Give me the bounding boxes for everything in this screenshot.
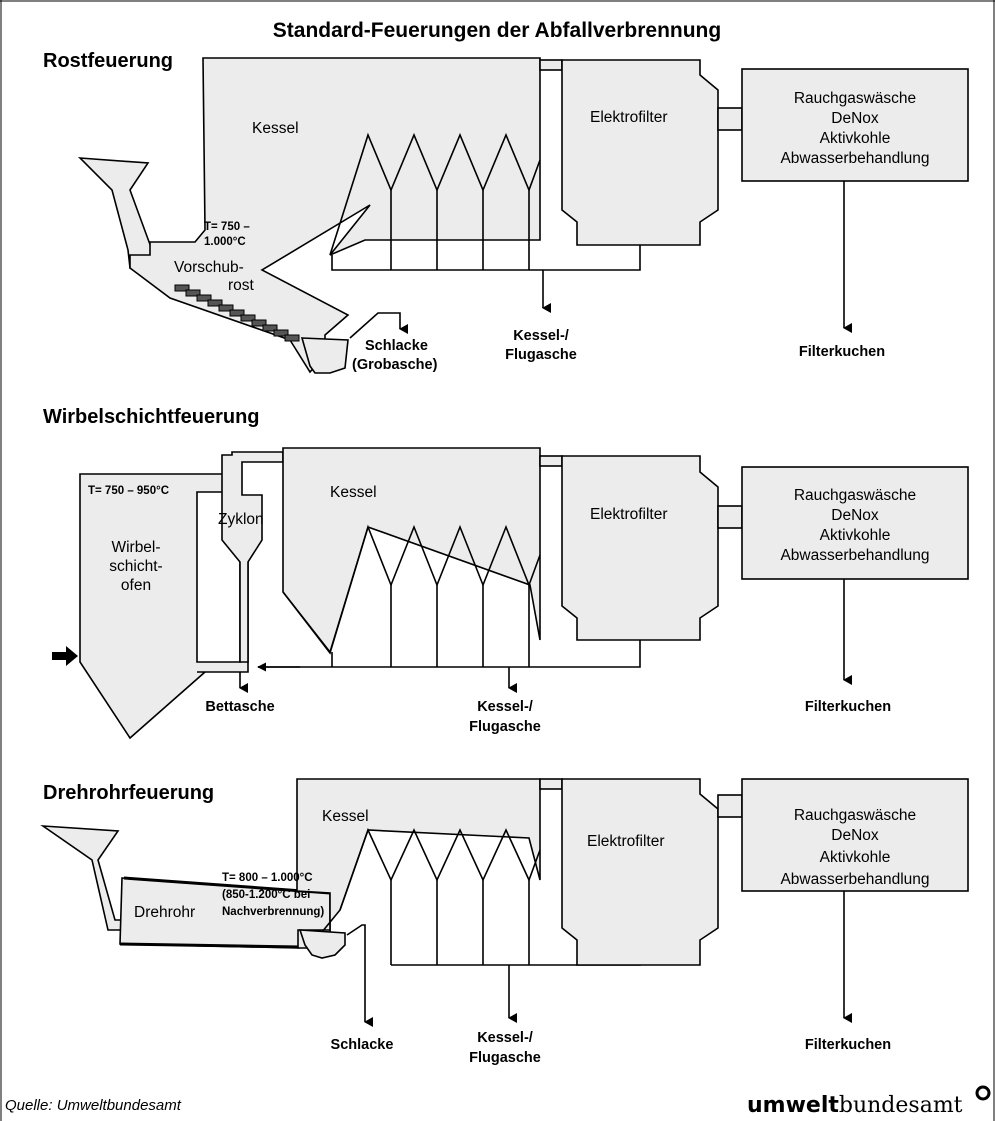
drehrohr-outline (119, 876, 331, 949)
kessel-label-2: Kessel (330, 484, 377, 501)
temp-dreh-line-2: (850-1.200°C bei (222, 889, 310, 901)
elektrofilter-2 (561, 455, 719, 641)
feed-hopper-3 (40, 825, 126, 931)
heading-drehrohr: Drehrohrfeuerung (43, 782, 214, 804)
source-note: Quelle: Umweltbundesamt (5, 1097, 182, 1114)
kessel-label-1: Kessel (252, 120, 299, 137)
kessel-3 (296, 778, 541, 949)
temp-wirbel: T= 750 – 950°C (88, 485, 169, 497)
cleaning-1-line-1: Rauchgaswäsche (794, 90, 916, 107)
residue-ash-3-line-2: Flugasche (469, 1050, 541, 1066)
duct-filter-cleaning (717, 107, 743, 131)
arrow-slag-1 (349, 312, 408, 339)
residue-ash-3-line-1: Kessel-/ (477, 1030, 533, 1046)
duct-boiler-filter-2 (539, 455, 563, 467)
drehrohr-label: Drehrohr (134, 904, 195, 921)
residue-ash-1-line-1: Kessel-/ (513, 328, 569, 344)
diagram-title: Standard-Feuerungen der Abfallverbrennun… (273, 19, 721, 42)
elektrofilter-label-1: Elektrofilter (590, 109, 668, 126)
section-drehrohr: Drehrohrfeuerung Kessel Elektrofilter Dr… (40, 778, 969, 1066)
duct-boiler-filter-3 (539, 778, 563, 790)
air-inlet-arrow (52, 646, 78, 666)
residue-slag-1-line-1: Schlacke (365, 338, 428, 354)
elektrofilter-label-3: Elektrofilter (587, 833, 665, 850)
duct-filter-cleaning-3 (717, 794, 743, 818)
section-rostfeuerung: Rostfeuerung Kess (43, 50, 969, 374)
cleaning-2-line-3: Aktivkohle (820, 527, 891, 544)
logo-word-normal: bundesamt (839, 1093, 963, 1118)
residue-slag-3: Schlacke (331, 1037, 394, 1053)
cleaning-3-line-1: Rauchgaswäsche (794, 807, 916, 824)
cleaning-1-line-3: Aktivkohle (820, 130, 891, 147)
residue-slag-1-line-2: (Grobasche) (352, 357, 438, 373)
cleaning-box-2 (741, 466, 969, 580)
cleaning-3-line-4: Abwasserbehandlung (780, 871, 929, 888)
kiln-slag-outlet (298, 929, 346, 959)
ofen-line-3: ofen (121, 577, 151, 594)
residue-ash-1-line-2: Flugasche (505, 347, 577, 363)
residue-filter-3: Filterkuchen (805, 1037, 891, 1053)
cleaning-2-line-4: Abwasserbehandlung (780, 547, 929, 564)
cleaning-box-3 (741, 778, 969, 892)
kessel-label-3: Kessel (322, 808, 369, 825)
residue-filter-1: Filterkuchen (799, 344, 885, 360)
cleaning-2-line-2: DeNox (831, 507, 879, 524)
svg-text:umweltbundesamt: umweltbundesamt (747, 1093, 963, 1118)
temp-rost-line-2: 1.000°C (204, 236, 246, 248)
ash-collection-line-3 (390, 880, 641, 966)
kessel-2 (282, 447, 541, 655)
cleaning-2-line-1: Rauchgaswäsche (794, 487, 916, 504)
cleaning-3-line-2: DeNox (831, 827, 879, 844)
temp-rost-line-1: T= 750 – (204, 221, 250, 233)
boiler-hoppers (329, 132, 541, 256)
heading-wirbelschicht: Wirbelschichtfeuerung (43, 406, 260, 428)
logo-word-bold: umwelt (747, 1093, 839, 1118)
heading-rostfeuerung: Rostfeuerung (43, 50, 173, 72)
elektrofilter-1 (561, 59, 719, 246)
arrow-slag-3 (346, 924, 373, 1027)
rost-label-line-1: Vorschub- (174, 259, 244, 276)
residue-filter-2: Filterkuchen (805, 699, 891, 715)
ofen-line-1: Wirbel- (111, 539, 160, 556)
elektrofilter-3 (561, 778, 719, 966)
rost-label-line-2: rost (228, 277, 255, 294)
section-wirbelschicht: Wirbelschichtfeuerung T= 750 – 950°C Wir… (43, 406, 969, 740)
duct-filter-cleaning-2 (717, 505, 743, 529)
cleaning-1-line-2: DeNox (831, 110, 879, 127)
cleaning-3-line-3: Aktivkohle (820, 849, 891, 866)
ash-collection-line (331, 190, 641, 271)
logo-mark-icon (975, 1085, 991, 1101)
residue-ash-2-line-2: Flugasche (469, 719, 541, 735)
zyklon-label: Zyklon (218, 511, 264, 528)
elektrofilter-label-2: Elektrofilter (590, 506, 668, 523)
temp-dreh-line-1: T= 800 – 1.000°C (222, 872, 313, 884)
residue-ash-2-line-1: Kessel-/ (477, 699, 533, 715)
residue-bed: Bettasche (205, 699, 274, 715)
vorschubrost-grate (174, 284, 300, 342)
umweltbundesamt-logo: umweltbundesamt (747, 1085, 991, 1118)
furnace-and-boiler (129, 57, 541, 374)
cleaning-box-1 (741, 68, 969, 182)
boiler-hoppers-3 (339, 827, 541, 911)
grate-ash-outlet (300, 337, 349, 374)
ofen-line-2: schicht- (109, 558, 162, 575)
cleaning-1-line-4: Abwasserbehandlung (780, 150, 929, 167)
zyklon (221, 451, 284, 663)
temp-dreh-line-3: Nachverbrennung) (222, 906, 324, 918)
duct-boiler-filter (539, 59, 563, 71)
ash-collection-line-2 (258, 585, 641, 668)
